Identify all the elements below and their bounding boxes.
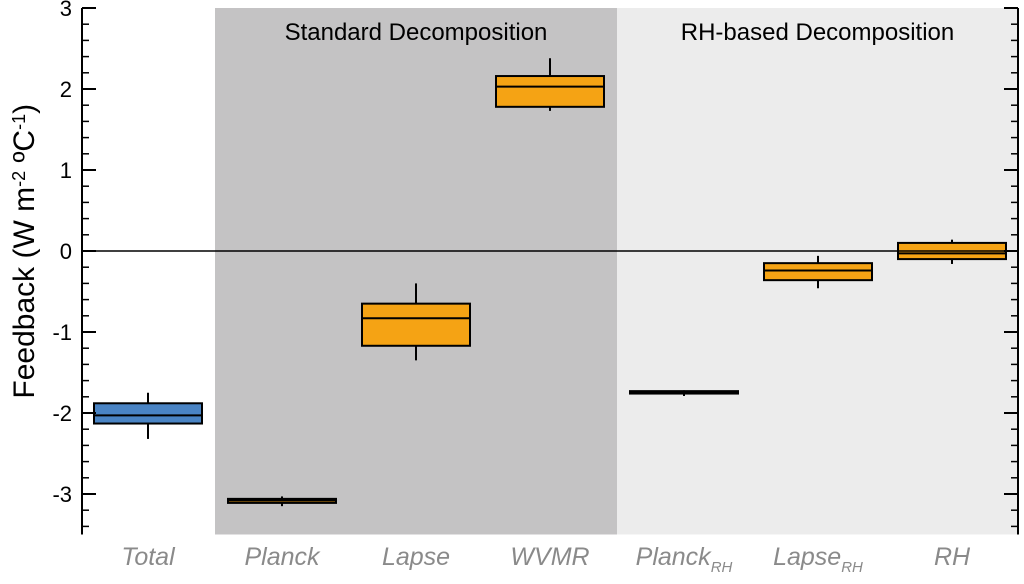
y-axis-title-end: ) <box>8 104 41 114</box>
box-5 <box>763 255 873 289</box>
x-tick-label-main-4: Planck <box>636 543 713 571</box>
y-tick-label-3: 0 <box>60 239 72 264</box>
x-tick-label-2: Lapse <box>382 543 450 571</box>
labels-layer: Standard Decomposition RH-based Decomposi… <box>8 0 971 576</box>
x-tick-label-0: Total <box>121 543 176 571</box>
y-axis-title: Feedback (W m-2 ºC-1) <box>8 104 41 399</box>
y-tick-label-4: -1 <box>52 320 72 345</box>
y-tick-label-6: -3 <box>52 482 72 507</box>
axes-layer <box>81 7 1019 535</box>
y-tick-label-5: -2 <box>52 401 72 426</box>
y-tick-label-2: 1 <box>60 158 72 183</box>
y-axis-title-mid: ºC <box>8 130 41 171</box>
box-2 <box>361 283 471 361</box>
x-tick-label-5: LapseRH <box>773 543 863 576</box>
x-tick-label-sub-5: RH <box>841 559 863 576</box>
x-tick-label-3: WVMR <box>510 543 589 571</box>
box-body-5 <box>763 262 873 282</box>
x-tick-label-sub-4: RH <box>711 559 733 576</box>
y-tick-label-1: 2 <box>60 77 72 102</box>
y-axis-title-sup1: -2 <box>9 171 29 187</box>
x-tick-label-1: Planck <box>244 543 321 571</box>
box-body-2 <box>361 302 471 347</box>
box-4 <box>629 390 739 396</box>
y-tick-label-0: 3 <box>60 0 72 21</box>
x-tick-label-6: RH <box>934 543 971 571</box>
x-tick-label-main-5: Lapse <box>773 543 841 571</box>
bands-layer <box>215 8 1018 535</box>
box-1 <box>227 496 337 507</box>
y-axis-title-main: Feedback (W m <box>8 187 41 399</box>
box-body-0 <box>93 402 203 425</box>
x-tick-label-main-3: WVMR <box>510 543 589 571</box>
y-axis-title-sup2: -1 <box>9 114 29 130</box>
box-0 <box>93 392 203 439</box>
box-body-3 <box>495 75 605 108</box>
x-tick-label-4: PlanckRH <box>636 543 733 576</box>
x-tick-label-main-1: Planck <box>244 543 321 571</box>
boxes-layer <box>93 58 1007 507</box>
box-3 <box>495 58 605 111</box>
x-tick-label-main-0: Total <box>121 543 176 571</box>
band-label-0: Standard Decomposition <box>285 19 548 46</box>
band-label-1: RH-based Decomposition <box>681 19 954 46</box>
x-tick-label-main-2: Lapse <box>382 543 450 571</box>
x-tick-label-main-6: RH <box>934 543 971 571</box>
